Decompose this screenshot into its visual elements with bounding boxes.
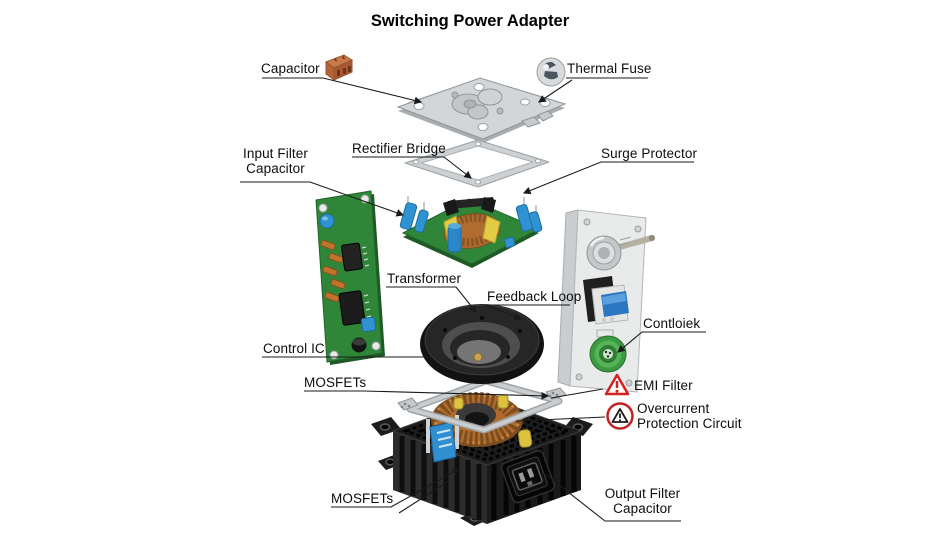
label-control-ic: Control IC [263,341,325,356]
input-filter-leader [240,181,405,217]
output-filter-leader [544,473,681,522]
mosfets-bottom-leader [331,468,461,508]
label-capacitor: Capacitor [261,61,320,76]
label-mosfets-bottom: MOSFETs [331,491,394,506]
label-input-filter-capacitor: Input Filter Capacitor [243,146,308,176]
label-rectifier-bridge: Rectifier Bridge [352,141,446,156]
emi-filter-leader [550,388,604,399]
controller-leader [617,331,706,353]
heatsink-enclosure [371,392,593,526]
transformer-leader [386,286,477,313]
ferrite-ring [420,304,544,384]
label-controller: Contloiek [643,316,701,331]
diagram-title: Switching Power Adapter [370,12,570,30]
label-surge-protector: Surge Protector [601,146,698,161]
emi-warning-icon [604,373,630,396]
capacitor-icon [324,54,354,81]
mosfets-bottom-leader2 [398,480,450,514]
control-pcb [315,190,385,365]
mosfets-top-leader [304,390,550,400]
label-transformer: Transformer [387,271,462,286]
metal-top-plate [396,77,567,143]
thermal-fuse-leader [539,77,648,102]
overcurrent-leader [515,416,606,422]
label-overcurrent-protection: Overcurrent Protection Circuit [637,401,742,431]
capacitor-leader [262,77,423,105]
rectifier-bridge-leader [352,156,472,179]
io-panel [557,209,655,393]
output-capacitor-component [426,415,459,463]
label-feedback-loop: Feedback Loop [487,289,582,304]
surge-protector-leader [522,161,694,195]
thermal-fuse-icon [536,57,566,87]
main-converter-pcb [399,196,543,268]
feedback-loop-leader [485,304,570,321]
overcurrent-warning-icon [606,402,634,430]
mounting-frame [397,377,567,434]
label-output-filter-capacitor: Output Filter Capacitor [604,486,681,516]
label-mosfets-top: MOSFETs [304,375,367,390]
iec-inlet [500,450,556,504]
gasket-frame [404,139,550,188]
label-thermal-fuse: Thermal Fuse [567,61,652,76]
label-emi-filter: EMI Filter [634,378,693,393]
leader-lines [240,77,706,522]
